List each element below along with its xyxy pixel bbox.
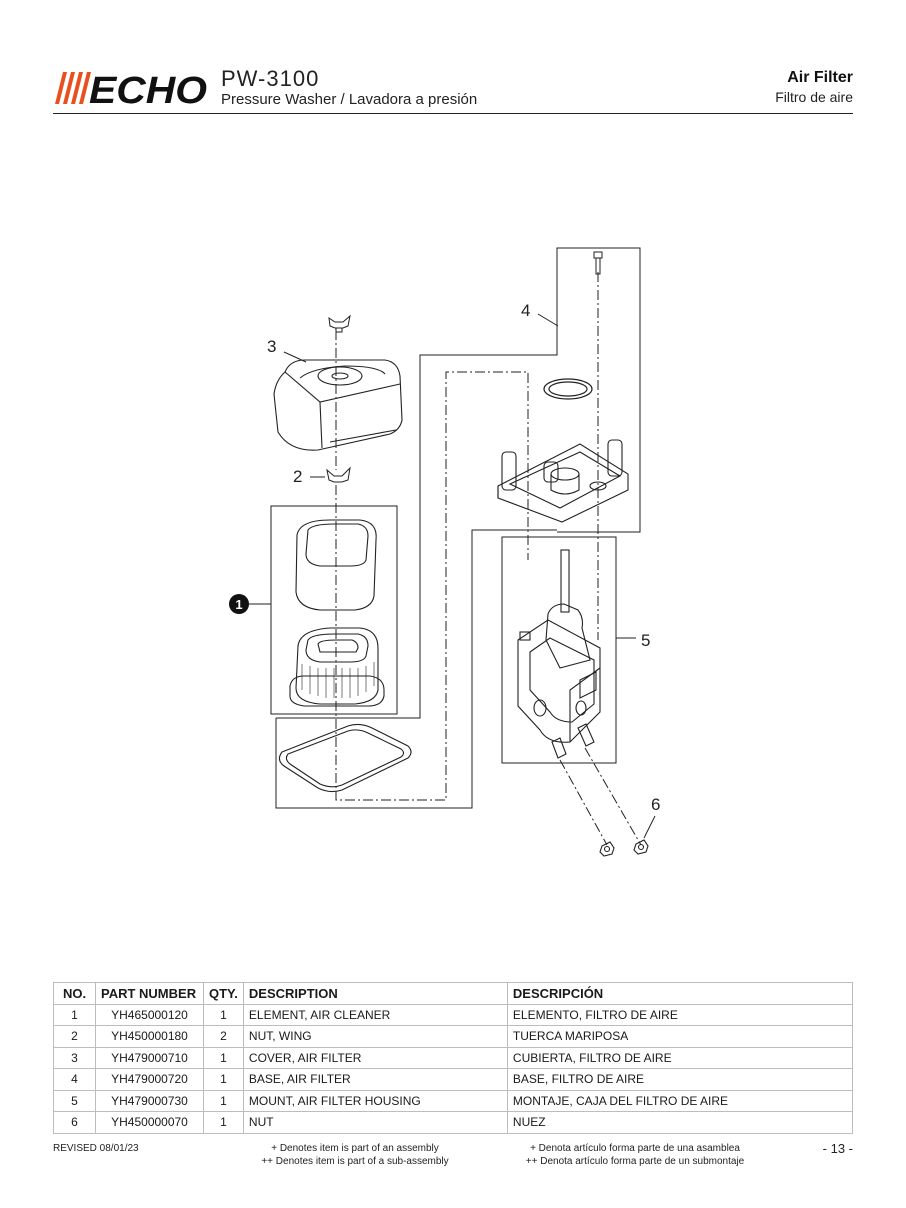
gasket-part [278, 723, 412, 793]
o-ring-part [543, 378, 593, 400]
callout-2: 2 [293, 467, 302, 486]
header-part-number: PART NUMBER [95, 982, 204, 1005]
callout-1-badge [229, 594, 249, 614]
cell-no: 3 [53, 1046, 96, 1069]
revised-date: REVISED 08/01/23 [53, 1143, 139, 1154]
section-subtitle: Filtro de aire [775, 89, 853, 105]
cell-no: 2 [53, 1025, 96, 1048]
guide-line-nut-b [584, 747, 642, 846]
cell-qty: 1 [203, 1046, 244, 1069]
air-filter-mount-housing [517, 549, 601, 743]
guide-line-nut-a [559, 759, 608, 846]
cell-descripcion: CUBIERTA, FILTRO DE AIRE [506, 1046, 854, 1069]
header-no: NO. [53, 982, 96, 1005]
cell-descripcion: BASE, FILTRO DE AIRE [506, 1068, 854, 1091]
mount-group-box [501, 536, 617, 764]
cell-qty: 1 [203, 1111, 244, 1134]
header-description: DESCRIPTION [242, 982, 508, 1005]
note-es-line-2: ++ Denota artículo forma parte de un sub… [525, 1156, 745, 1167]
echo-logo: ECHO [55, 70, 207, 108]
table-row: 6 YH450000070 1 NUT NUEZ [53, 1111, 854, 1134]
assembly-note-english: + Denotes item is part of an assembly ++… [240, 1142, 470, 1168]
callout-1: 1 [235, 597, 242, 612]
nut-right [633, 839, 649, 855]
cell-part-number: YH450000070 [95, 1111, 204, 1134]
table-row: 3 YH479000710 1 COVER, AIR FILTER CUBIER… [53, 1046, 854, 1069]
wing-nut-top [328, 314, 351, 333]
cell-qty: 2 [203, 1025, 244, 1048]
callout-4: 4 [521, 301, 530, 320]
air-filter-base [497, 439, 629, 523]
parts-table: NO. PART NUMBER QTY. DESCRIPTION DESCRIP… [53, 982, 854, 1134]
model-number: PW-3100 [221, 66, 320, 91]
air-filter-cover [273, 359, 403, 451]
header-qty: QTY. [203, 982, 244, 1005]
cell-no: 4 [53, 1068, 96, 1091]
cell-description: NUT [242, 1111, 508, 1134]
bushing-left [551, 737, 567, 759]
assembly-outline-left [276, 247, 641, 719]
note-es-line-1: + Denota artículo forma parte de una asa… [530, 1143, 740, 1154]
cell-description: ELEMENT, AIR CLEANER [242, 1003, 508, 1026]
wing-nut-2 [326, 466, 351, 483]
leader-line-6 [643, 815, 656, 839]
cell-descripcion: MONTAJE, CAJA DEL FILTRO DE AIRE [506, 1089, 854, 1112]
note-en-line-2: ++ Denotes item is part of a sub-assembl… [261, 1156, 449, 1167]
element-group-box [270, 505, 398, 715]
leader-line-4 [537, 313, 559, 327]
cell-no: 5 [53, 1089, 96, 1112]
section-title: Air Filter [787, 69, 853, 86]
leader-line-3 [283, 351, 307, 363]
callout-6: 6 [651, 795, 660, 814]
page-header: ECHO PW-3100 Pressure Washer / Lavadora … [53, 66, 853, 114]
bolt-part [593, 251, 603, 275]
cell-descripcion: TUERCA MARIPOSA [506, 1025, 854, 1048]
assembly-outline-left-lower [275, 529, 557, 809]
cell-no: 6 [53, 1111, 96, 1134]
bushing-right [577, 723, 595, 747]
page-number: - 13 - [822, 1141, 853, 1156]
cell-description: NUT, WING [242, 1025, 508, 1048]
table-row: 2 YH450000180 2 NUT, WING TUERCA MARIPOS… [53, 1025, 854, 1048]
air-cleaner-element-foam [295, 519, 377, 611]
note-en-line-1: + Denotes item is part of an assembly [271, 1143, 439, 1154]
cell-description: MOUNT, AIR FILTER HOUSING [242, 1089, 508, 1112]
parts-table-header: NO. PART NUMBER QTY. DESCRIPTION DESCRIP… [53, 982, 854, 1005]
cell-qty: 1 [203, 1003, 244, 1026]
cell-description: COVER, AIR FILTER [242, 1046, 508, 1069]
cell-qty: 1 [203, 1068, 244, 1091]
cell-part-number: YH479000720 [95, 1068, 204, 1091]
header-descripcion: DESCRIPCIÓN [506, 982, 854, 1005]
cell-part-number: YH450000180 [95, 1025, 204, 1048]
cell-description: BASE, AIR FILTER [242, 1068, 508, 1091]
cell-part-number: YH465000120 [95, 1003, 204, 1026]
cell-no: 1 [53, 1003, 96, 1026]
cell-part-number: YH479000730 [95, 1089, 204, 1112]
logo-text: ECHO [89, 70, 207, 108]
air-cleaner-element-paper [289, 627, 385, 707]
product-subtitle: Pressure Washer / Lavadora a presión [221, 91, 478, 108]
callout-5: 5 [641, 631, 650, 650]
cell-qty: 1 [203, 1089, 244, 1112]
nut-left [599, 841, 615, 857]
cell-part-number: YH479000710 [95, 1046, 204, 1069]
table-row: 5 YH479000730 1 MOUNT, AIR FILTER HOUSIN… [53, 1089, 854, 1112]
callout-3: 3 [267, 337, 276, 356]
assembly-note-spanish: + Denota artículo forma parte de una asa… [505, 1142, 765, 1168]
table-row: 1 YH465000120 1 ELEMENT, AIR CLEANER ELE… [53, 1003, 854, 1026]
table-row: 4 YH479000720 1 BASE, AIR FILTER BASE, F… [53, 1068, 854, 1091]
cell-descripcion: ELEMENTO, FILTRO DE AIRE [506, 1003, 854, 1026]
cell-descripcion: NUEZ [506, 1111, 854, 1134]
